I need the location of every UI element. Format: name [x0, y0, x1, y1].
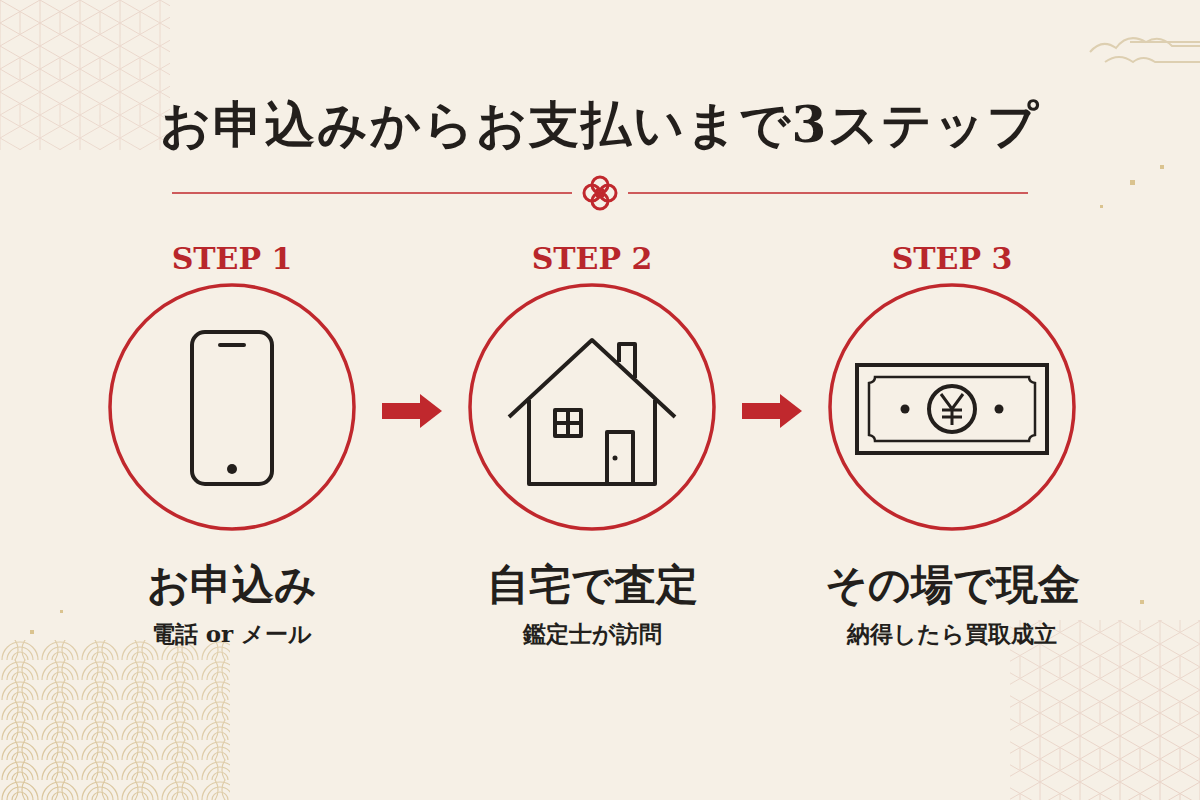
- step-circle: [467, 282, 717, 532]
- step-arrow: [742, 394, 802, 428]
- step-arrow: [382, 394, 442, 428]
- step-label: STEP 3: [892, 236, 1013, 282]
- step-heading: その場で現金: [825, 560, 1080, 610]
- step-label: STEP 1: [172, 236, 293, 282]
- diagram-title: お申込みからお支払いまで3ステップ: [0, 92, 1200, 159]
- step-node: STEP 1 お申込み電話 or メール: [82, 236, 382, 648]
- step-circle: [827, 282, 1077, 532]
- step-heading: お申込み: [147, 560, 317, 610]
- step-heading: 自宅で査定: [487, 560, 698, 610]
- step-circle: [107, 282, 357, 532]
- step-node: STEP 3 その場で現金納得したら買取成立: [802, 236, 1102, 648]
- step-node: STEP 2 自宅で査定鑑定士が訪問: [442, 236, 742, 648]
- step-description: 鑑定士が訪問: [523, 620, 662, 648]
- step-description: 電話 or メール: [152, 620, 312, 648]
- step-label: STEP 2: [532, 236, 653, 282]
- step-description: 納得したら買取成立: [847, 620, 1057, 648]
